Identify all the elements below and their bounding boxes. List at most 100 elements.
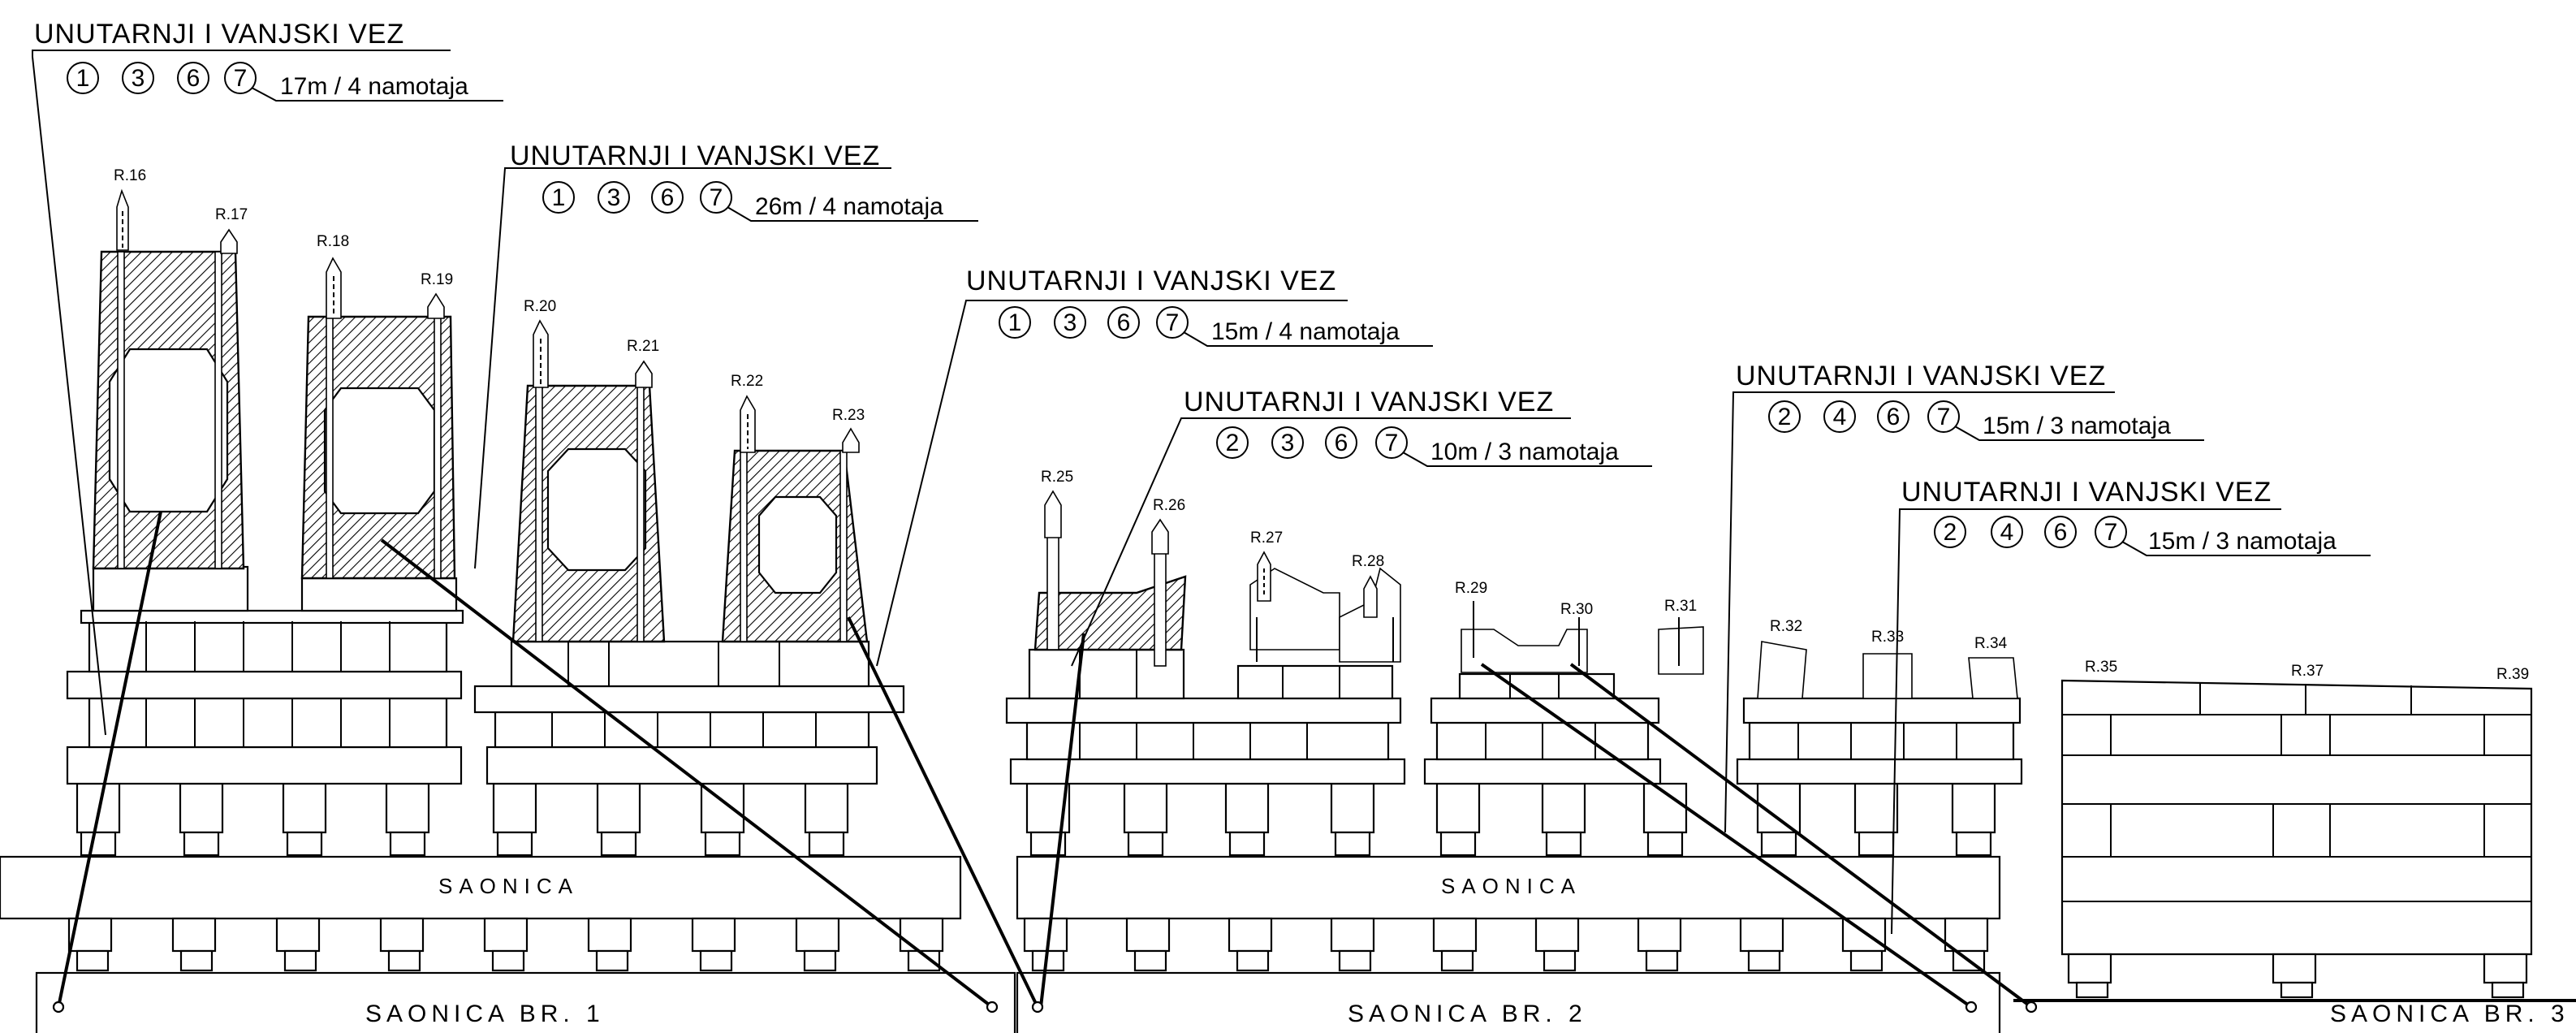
circle-number: 6 — [2054, 519, 2068, 546]
saonica-label-2: SAONICA — [1441, 874, 1581, 898]
circle-number: 2 — [1226, 430, 1240, 456]
callout-title: UNUTARNJI I VANJSKI VEZ — [1184, 387, 1554, 417]
segment-r20-r21 — [511, 384, 666, 643]
circle-number: 4 — [1833, 404, 1847, 430]
sled-1-feet-upper — [76, 782, 849, 857]
rebar-r16 — [116, 188, 129, 251]
rebar-tag: R.37 — [2291, 663, 2324, 680]
sled-1-feet-lower — [67, 917, 944, 972]
sled-2-feet-lower — [1023, 917, 1989, 972]
rebar-tag: R.19 — [421, 271, 453, 288]
rebar-r21 — [635, 360, 653, 388]
sled-label-2: SAONICA BR. 2 — [1348, 1001, 1587, 1027]
circle-number: 3 — [1281, 430, 1295, 456]
rebar-tag: R.33 — [1871, 629, 1904, 646]
sled-3-frame — [2013, 679, 2576, 1002]
circle-number: 3 — [607, 184, 621, 211]
rebar-tag: R.27 — [1250, 529, 1283, 547]
rebar-tag: R.29 — [1455, 580, 1487, 597]
circle-number: 7 — [1166, 309, 1180, 336]
circle-number: 7 — [1385, 430, 1399, 456]
callout-title: UNUTARNJI I VANJSKI VEZ — [1736, 361, 2106, 391]
rebar-tag: R.16 — [114, 167, 146, 184]
callout-1: UNUTARNJI I VANJSKI VEZ 1 3 6 7 17m / 4 … — [34, 19, 503, 102]
segment-r34 — [1968, 657, 2018, 699]
rebar-r23 — [842, 427, 860, 453]
circle-number: 2 — [1778, 404, 1792, 430]
rebar-r20 — [533, 319, 549, 388]
rebar-tag: R.21 — [627, 338, 659, 355]
sled-2-feet-upper — [1025, 782, 1996, 857]
segment-r16-r17 — [92, 250, 245, 570]
sled-label-1: SAONICA BR. 1 — [365, 1001, 605, 1027]
rebar-tags: R.16 R.17 R.18 R.19 R.20 R.21 R.22 R.23 … — [114, 167, 2529, 683]
circle-number: 1 — [76, 65, 90, 92]
sled-2-frame — [1005, 490, 2023, 1033]
segment-r27-r28 — [1249, 551, 1401, 663]
callout-title: UNUTARNJI I VANJSKI VEZ — [510, 140, 880, 171]
segment-r18-r19 — [300, 315, 456, 580]
rebar-tag: R.26 — [1153, 497, 1185, 514]
circle-number: 6 — [1887, 404, 1901, 430]
circle-number: 3 — [132, 65, 145, 92]
callout-title: UNUTARNJI I VANJSKI VEZ — [1901, 477, 2272, 508]
rebar-tag: R.25 — [1041, 469, 1073, 486]
callout-5: UNUTARNJI I VANJSKI VEZ 2 4 6 7 15m / 3 … — [1736, 361, 2204, 441]
circle-number: 6 — [1335, 430, 1348, 456]
rebar-tag: R.32 — [1770, 618, 1802, 635]
circle-number: 6 — [187, 65, 201, 92]
callout-spec: 15m / 4 namotaja — [1211, 318, 1400, 345]
left-stack — [66, 565, 464, 785]
callout-title: UNUTARNJI I VANJSKI VEZ — [34, 19, 404, 50]
callout-4: UNUTARNJI I VANJSKI VEZ 2 3 6 7 10m / 3 … — [1184, 387, 1652, 467]
rebar-tag: R.22 — [731, 373, 763, 390]
callout-6: UNUTARNJI I VANJSKI VEZ 2 4 6 7 15m / 3 … — [1901, 477, 2371, 556]
callout-title: UNUTARNJI I VANJSKI VEZ — [966, 266, 1336, 296]
pier-c — [1736, 697, 2023, 785]
rebar-tag: R.28 — [1352, 553, 1384, 570]
rebar-tag: R.20 — [524, 298, 556, 315]
segment-r32 — [1757, 641, 1807, 699]
circle-number: 7 — [234, 65, 248, 92]
sled-label-3: SAONICA BR. 3 — [2330, 1001, 2570, 1027]
rebar-tag: R.31 — [1664, 598, 1697, 615]
rebar-tag: R.23 — [832, 407, 865, 424]
saonica-label-1: SAONICA — [438, 874, 579, 898]
segment-r25-r26 — [1033, 490, 1187, 667]
rebar-tag: R.34 — [1974, 635, 2008, 652]
rebar-tag: R.17 — [215, 206, 248, 223]
circle-number: 7 — [2104, 519, 2118, 546]
circle-number: 7 — [710, 184, 723, 211]
rebar-tag: R.39 — [2496, 666, 2529, 683]
callout-spec: 10m / 3 namotaja — [1430, 439, 1619, 465]
rebar-r18 — [326, 257, 342, 319]
segment-r22-r23 — [721, 449, 869, 643]
rebar-r22 — [740, 395, 756, 453]
rebar-tag: R.35 — [2085, 659, 2117, 676]
callout-2: UNUTARNJI I VANJSKI VEZ 1 3 6 7 26m / 4 … — [510, 140, 978, 222]
right-stack — [473, 640, 905, 785]
circle-number: 3 — [1064, 309, 1077, 336]
callout-spec: 26m / 4 namotaja — [755, 193, 943, 220]
segment-r29-r30 — [1461, 601, 1588, 673]
segment-r31 — [1658, 617, 1704, 675]
circle-number: 6 — [1117, 309, 1131, 336]
circle-number: 1 — [552, 184, 566, 211]
circle-number: 4 — [2000, 519, 2014, 546]
callout-spec: 15m / 3 namotaja — [2148, 528, 2337, 555]
pier-a — [1005, 648, 1406, 785]
sled-1-frame — [0, 188, 1016, 1033]
callout-spec: 15m / 3 namotaja — [1983, 413, 2171, 439]
circle-number: 6 — [661, 184, 675, 211]
circle-number: 1 — [1008, 309, 1022, 336]
callout-spec: 17m / 4 namotaja — [280, 73, 468, 100]
leader-lines — [32, 50, 2281, 1014]
circle-number: 2 — [1944, 519, 1957, 546]
pier-b — [1423, 672, 1662, 785]
rebar-r19 — [427, 292, 445, 319]
rebar-tag: R.18 — [317, 233, 349, 250]
rebar-tag: R.30 — [1560, 601, 1593, 618]
rebar-r17 — [220, 228, 238, 254]
circle-number: 7 — [1937, 404, 1951, 430]
